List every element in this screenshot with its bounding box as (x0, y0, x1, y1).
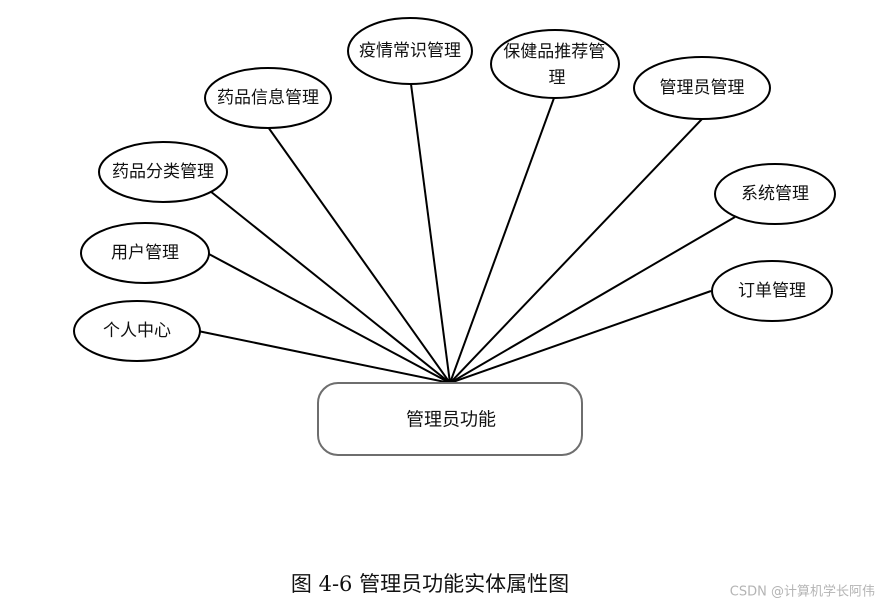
entity-box (317, 382, 583, 456)
connector-line (449, 118, 703, 384)
attribute-label: 系统管理 (741, 184, 809, 204)
attribute-node-order-management (711, 260, 833, 322)
connector-line (209, 190, 451, 384)
attribute-label: 个人中心 (103, 321, 171, 341)
watermark: CSDN @计算机学长阿伟 (730, 584, 875, 600)
attribute-label: 药品分类管理 (112, 162, 214, 182)
attribute-node-personal-center (73, 300, 201, 362)
figure-caption: 图 4-6 管理员功能实体属性图 (291, 572, 569, 596)
connector-line (197, 330, 451, 384)
attribute-node-user-management (80, 222, 210, 284)
connector-line (206, 252, 451, 384)
connector-line (410, 83, 451, 384)
attribute-label: 用户管理 (111, 243, 179, 263)
attribute-label-line-2: 理 (549, 68, 566, 88)
attribute-node-admin-management (633, 56, 771, 120)
attribute-node-epidemic-knowledge-management (347, 17, 473, 85)
attribute-label-line-1: 保健品推荐管 (503, 42, 605, 62)
attribute-node-drug-info-management (204, 67, 332, 129)
attribute-node-system-management (714, 163, 836, 225)
connector-line (449, 97, 555, 384)
attribute-label-wrapped: 保健品推荐管 理 (503, 42, 610, 88)
connector-line (267, 126, 451, 384)
attribute-node-health-product-recommendation-management (490, 29, 620, 99)
connector-line (449, 216, 736, 384)
attribute-label: 药品信息管理 (217, 88, 319, 108)
attribute-label: 管理员管理 (660, 78, 745, 98)
attribute-node-drug-category-management (98, 141, 228, 203)
attribute-label: 疫情常识管理 (359, 41, 461, 61)
attribute-label: 订单管理 (738, 281, 806, 301)
connector-line (449, 290, 712, 384)
entity-label: 管理员功能 (406, 410, 496, 431)
